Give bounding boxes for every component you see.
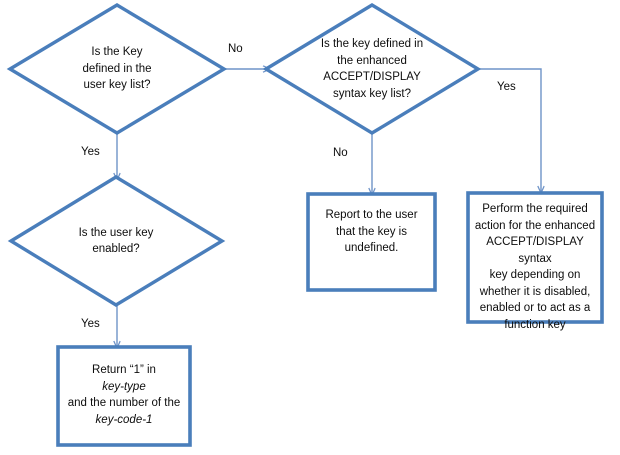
process-report-undefined-text: Report to the user that the key is undef… xyxy=(325,209,418,254)
edge-label-no-to-report: No xyxy=(333,147,348,159)
edge-label-yes-to-enabled: Yes xyxy=(81,146,100,158)
decision-user-key-defined-shape[interactable] xyxy=(6,3,228,135)
edge-label-yes-to-return: Yes xyxy=(81,318,100,330)
decision-user-key-enabled-shape[interactable] xyxy=(7,175,226,307)
edge-label-no-to-enhanced: No xyxy=(228,43,243,55)
decision-user-key-defined-label: Is the Key defined in the user key list? xyxy=(32,30,202,108)
edge-label-yes-to-perform: Yes xyxy=(497,81,516,93)
process-perform-action-label: Perform the required action for the enha… xyxy=(470,197,600,331)
decision-enhanced-syntax-key-shape[interactable] xyxy=(262,3,482,135)
process-perform-action-text: Perform the required action for the enha… xyxy=(474,203,596,331)
decision-user-key-enabled-label: Is the user key enabled? xyxy=(33,210,199,272)
decision-user-key-enabled-text: Is the user key enabled? xyxy=(78,226,154,256)
process-return-key-type-label: Return “1” in key-type and the number of… xyxy=(61,353,187,426)
process-return-key-type-text: Return “1” in key-type and the number of… xyxy=(67,364,181,426)
decision-enhanced-syntax-key-text: Is the key defined in the enhanced ACCEP… xyxy=(320,38,424,100)
process-perform-action-shape[interactable] xyxy=(466,191,604,324)
connector-yes-to-perform xyxy=(479,68,541,193)
decision-user-key-defined-text: Is the Key defined in the user key list? xyxy=(82,46,152,92)
process-return-key-type-shape[interactable] xyxy=(56,345,192,447)
process-report-undefined-label: Report to the user that the key is undef… xyxy=(312,199,431,269)
process-report-undefined-shape[interactable] xyxy=(306,192,437,292)
decision-enhanced-syntax-key-label: Is the key defined in the enhanced ACCEP… xyxy=(288,22,456,116)
